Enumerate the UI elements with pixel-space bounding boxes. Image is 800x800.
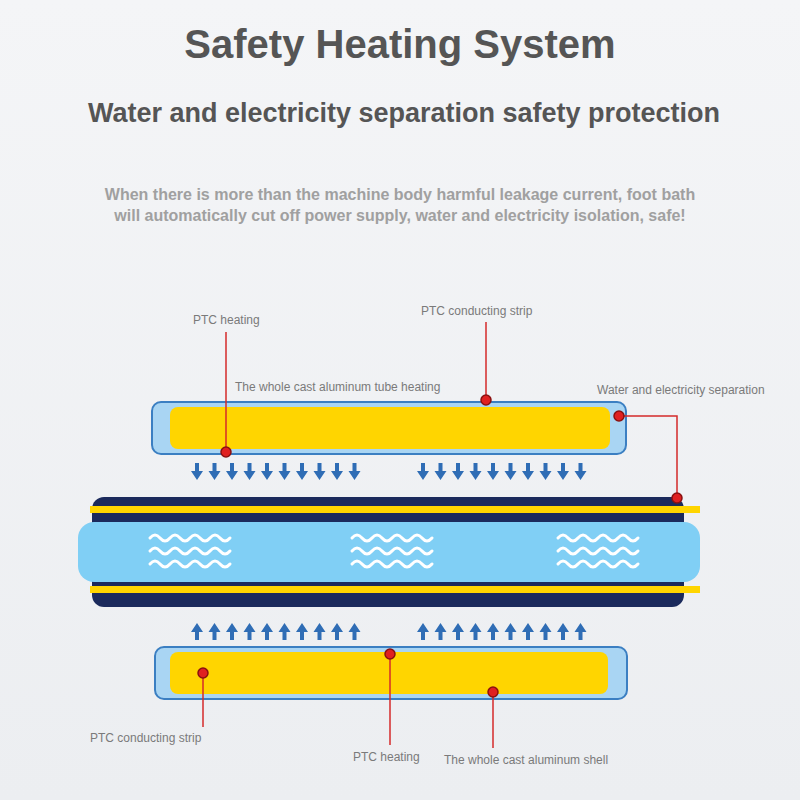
up-arrow bbox=[522, 623, 534, 640]
up-arrow bbox=[226, 623, 238, 640]
down-arrow bbox=[191, 463, 203, 480]
up-arrow bbox=[331, 623, 343, 640]
wave-line bbox=[150, 561, 230, 567]
wave-line bbox=[558, 561, 638, 567]
down-arrow bbox=[557, 463, 569, 480]
up-arrow bbox=[557, 623, 569, 640]
down-arrow bbox=[209, 463, 221, 480]
down-arrow bbox=[296, 463, 308, 480]
up-arrow bbox=[470, 623, 482, 640]
up-arrow bbox=[435, 623, 447, 640]
part-label: Water and electricity separation bbox=[597, 384, 765, 398]
down-arrow bbox=[452, 463, 464, 480]
subtitle: Water and electricity separation safety … bbox=[4, 98, 800, 129]
part-label: The whole cast aluminum tube heating bbox=[235, 381, 440, 395]
wave-line bbox=[352, 548, 432, 554]
aluminum-shell bbox=[155, 647, 627, 699]
up-arrow bbox=[209, 623, 221, 640]
leader-dots bbox=[198, 395, 682, 697]
wave-line bbox=[558, 535, 638, 541]
up-arrow bbox=[452, 623, 464, 640]
title: Safety Heating System bbox=[0, 22, 800, 67]
down-arrow bbox=[226, 463, 238, 480]
down-arrow bbox=[540, 463, 552, 480]
part-label: PTC conducting strip bbox=[421, 305, 532, 319]
part-label: PTC conducting strip bbox=[90, 732, 201, 746]
conducting-strip bbox=[90, 586, 700, 593]
up-arrow bbox=[261, 623, 273, 640]
up-arrow bbox=[487, 623, 499, 640]
up-arrow bbox=[296, 623, 308, 640]
down-arrow bbox=[575, 463, 587, 480]
down-arrow bbox=[314, 463, 326, 480]
up-arrow bbox=[244, 623, 256, 640]
conducting-strip bbox=[90, 506, 700, 513]
up-arrow bbox=[575, 623, 587, 640]
aluminum-tube bbox=[152, 402, 626, 454]
wave-line bbox=[150, 535, 230, 541]
up-arrow bbox=[505, 623, 517, 640]
heat-arrows bbox=[191, 463, 587, 640]
up-arrow bbox=[349, 623, 361, 640]
down-arrow bbox=[505, 463, 517, 480]
part-label: PTC heating bbox=[353, 751, 420, 765]
water-waves bbox=[150, 535, 638, 567]
wave-line bbox=[352, 561, 432, 567]
down-arrow bbox=[470, 463, 482, 480]
down-arrow bbox=[487, 463, 499, 480]
wave-line bbox=[150, 548, 230, 554]
ptc-heater bbox=[170, 407, 610, 449]
up-arrow bbox=[314, 623, 326, 640]
water-band bbox=[78, 522, 700, 582]
wave-line bbox=[558, 548, 638, 554]
down-arrow bbox=[244, 463, 256, 480]
down-arrow bbox=[435, 463, 447, 480]
down-arrow bbox=[417, 463, 429, 480]
wave-line bbox=[352, 535, 432, 541]
down-arrow bbox=[331, 463, 343, 480]
up-arrow bbox=[191, 623, 203, 640]
down-arrow bbox=[349, 463, 361, 480]
down-arrow bbox=[522, 463, 534, 480]
up-arrow bbox=[279, 623, 291, 640]
part-label: The whole cast aluminum shell bbox=[444, 754, 608, 768]
up-arrow bbox=[540, 623, 552, 640]
down-arrow bbox=[261, 463, 273, 480]
down-arrow bbox=[279, 463, 291, 480]
note-text: When there is more than the machine body… bbox=[100, 185, 700, 227]
up-arrow bbox=[417, 623, 429, 640]
part-label: PTC heating bbox=[193, 314, 260, 328]
